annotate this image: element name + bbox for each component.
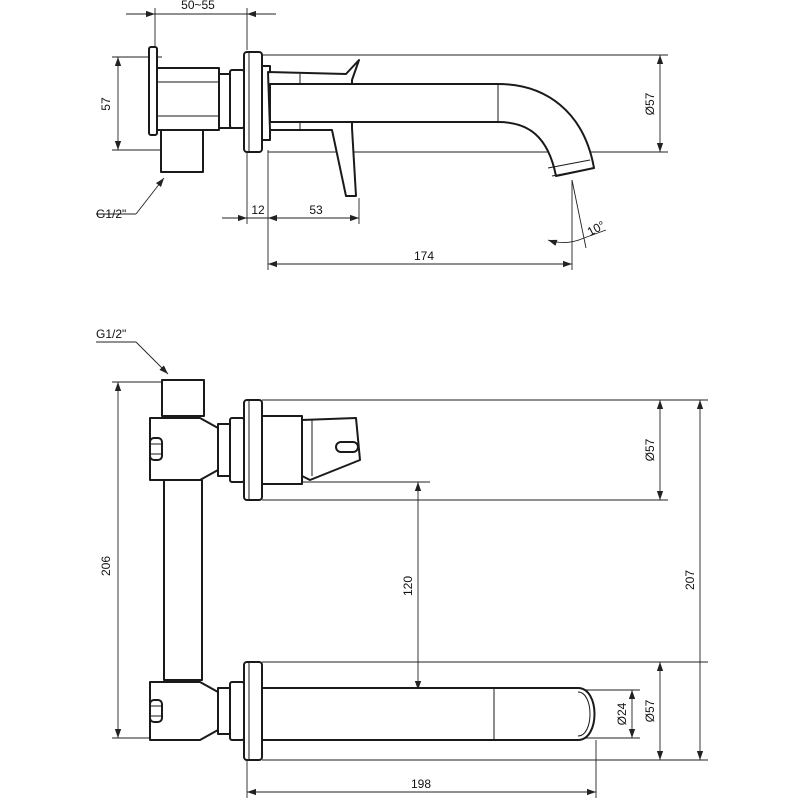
dim-label-outlet-diameter: Ø24 [615,702,629,725]
bottom-view-extension-lines [112,381,708,798]
dim-label-left-height: 206 [99,556,113,576]
dim-label-rosette-diameter: Ø57 [643,92,657,115]
side-view-faucet [148,46,595,197]
side-view: 50~55 57 Ø57 12 53 174 10° G1/2" [96,0,668,270]
bottom-view-dimension-lines [114,382,704,796]
dim-label-lower-rosette-diameter: Ø57 [643,699,657,722]
dim-label-width-range: 50~55 [181,0,215,12]
dim-label-center-distance: 120 [401,576,415,596]
dim-label-body-height: 57 [99,97,113,111]
dim-label-upper-rosette-diameter: Ø57 [643,438,657,461]
side-view-dimension-lines [114,10,664,268]
dim-label-spout-reach: 174 [414,249,434,263]
dim-label-right-height: 207 [683,570,697,590]
dim-label-offset: 12 [251,203,265,217]
side-thread-leader [96,177,165,215]
bottom-thread-leader [96,341,169,375]
dim-label-spout-angle: 10° [585,218,608,239]
thread-label-bottom: G1/2" [96,327,126,341]
spout-angle-indicator [547,179,607,249]
bottom-view-faucet [149,379,596,761]
thread-label-side: G1/2" [96,207,126,221]
dim-label-spout-length: 198 [411,777,431,791]
dim-label-lever-offset: 53 [309,203,323,217]
bottom-view: G1/2" Ø57 120 206 207 Ø24 Ø57 198 [96,327,708,798]
